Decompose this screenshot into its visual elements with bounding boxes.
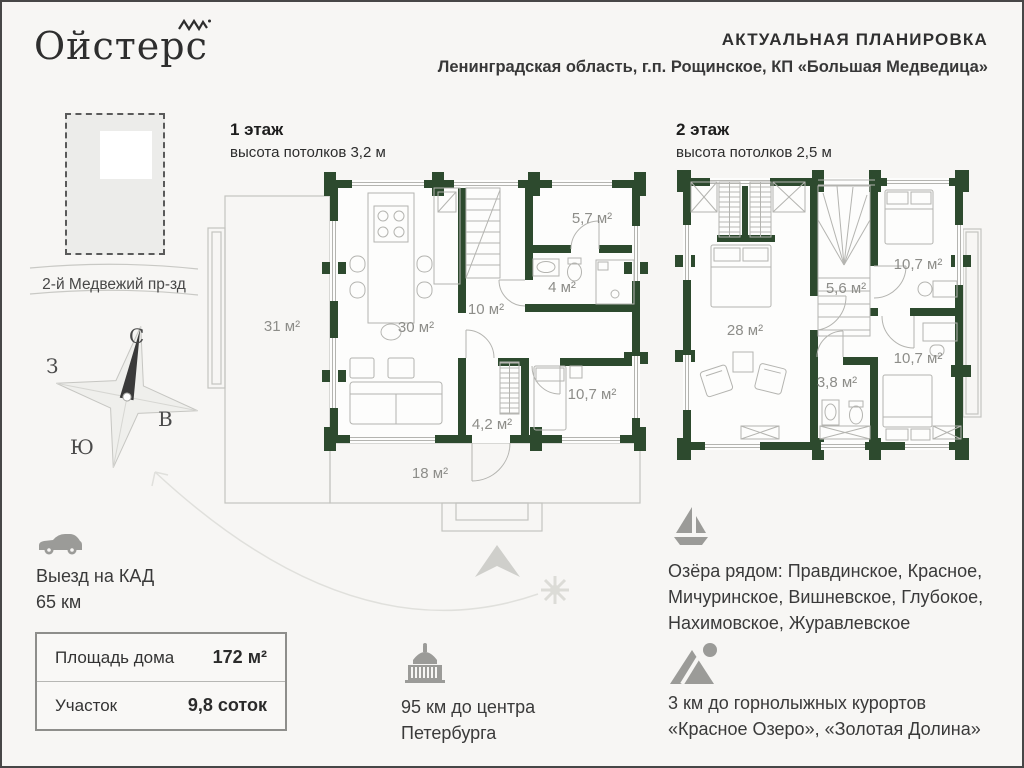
floor1-title: 1 этаж — [230, 120, 284, 139]
floor2-plan: 28 м² 5,6 м² 10,7 м² 3,8 м² 10,7 м² — [675, 170, 982, 460]
site-plot-house — [100, 131, 152, 179]
table-row: Участок 9,8 соток — [37, 681, 285, 729]
compass-south-label: Ю — [70, 435, 94, 459]
floor2-bedroom-bottom-furniture — [882, 322, 962, 441]
room-label-kitchen-living: 30 м² — [398, 319, 434, 336]
page-title: АКТУАЛЬНАЯ ПЛАНИРОВКА — [721, 30, 988, 49]
table-row: Площадь дома 172 м² — [37, 634, 285, 681]
room-label-terrace-front: 18 м² — [412, 465, 448, 482]
floor2-doors — [816, 265, 915, 358]
floor1-bathroom-fixtures — [532, 257, 635, 305]
table-row-value: 172 м² — [212, 647, 267, 667]
site-plot — [65, 113, 165, 255]
compass-north-label: С — [129, 324, 144, 348]
lakes-fact: Озёра рядом: Правдинское, Красное, Мичур… — [668, 561, 984, 633]
decor-overlay — [151, 471, 569, 612]
city-line2: Петербурга — [401, 723, 497, 743]
floor1-stairs — [465, 187, 501, 279]
compass-rose-icon: С З В Ю — [46, 324, 198, 468]
floor2-stairs — [817, 185, 871, 337]
floor2-title: 2 этаж — [676, 120, 730, 139]
room-label-bedroom1: 10,7 м² — [568, 386, 617, 403]
summary-table: Площадь дома 172 м² Участок 9,8 соток — [35, 632, 287, 731]
room-label-hall1: 10 м² — [468, 301, 504, 318]
ski-fact: 3 км до горнолыжных курортов «Красное Оз… — [668, 693, 981, 739]
floor1-bedroom-furniture — [499, 361, 583, 431]
cathedral-icon — [405, 643, 445, 683]
floor2-heading: 2 этаж высота потолков 2,5 м — [676, 120, 832, 161]
city-line1: 95 км до центра — [401, 697, 536, 717]
sailboat-icon — [674, 507, 708, 545]
room-label-bedroom-bottom: 10,7 м² — [894, 350, 943, 367]
floor2-hall-bench — [819, 425, 871, 440]
floor2-bedroom-large-furniture — [699, 244, 787, 440]
floor1-ceiling: высота потолков 3,2 м — [230, 144, 386, 161]
floor1-kitchen — [349, 187, 461, 341]
room-label-bedroom-top: 10,7 м² — [894, 256, 943, 273]
street-label: 2-й Медвежий пр-зд — [42, 276, 186, 293]
floor1-heading: 1 этаж высота потолков 3,2 м — [230, 120, 386, 161]
roof-icon — [177, 18, 211, 32]
table-row-label: Участок — [55, 695, 118, 715]
brand-logo: Ойстерс — [34, 18, 211, 68]
city-fact: 95 км до центра Петербурга — [401, 694, 535, 746]
compass-west-label: З — [46, 354, 58, 378]
curve-line — [154, 471, 539, 612]
car-icon — [39, 534, 82, 555]
table-row-value: 9,8 соток — [187, 695, 267, 715]
floor2-ceiling: высота потолков 2,5 м — [676, 144, 832, 161]
room-label-bathroom1: 4 м² — [548, 279, 576, 296]
floor1-windows — [330, 180, 640, 443]
floor2-bedroom-top-furniture — [884, 189, 958, 298]
floor1-doors — [465, 220, 600, 482]
floor1-plan: 31 м² 30 м² 10 м² 5,7 м² 4 м² 10,7 м² 4,… — [207, 172, 648, 532]
page-subtitle: Ленинградская область, г.п. Рощинское, К… — [437, 58, 988, 76]
brand-logo-text: Ойстерс — [34, 24, 208, 68]
street-lines — [29, 263, 199, 296]
room-label-entry: 4,2 м² — [472, 416, 512, 433]
floor1-living-furniture — [349, 357, 443, 425]
floor2-closets — [690, 181, 806, 238]
sun-icon — [541, 576, 569, 604]
floor2-bathroom-fixtures — [821, 399, 864, 426]
room-label-hall2: 5,6 м² — [826, 280, 866, 297]
compass-east-label: В — [158, 407, 173, 431]
curve-arrowhead-icon — [151, 471, 169, 487]
room-label-study: 5,7 м² — [572, 210, 612, 227]
kad-line2: 65 км — [36, 592, 82, 612]
ski-resort-icon — [670, 643, 717, 686]
room-label-bathroom2: 3,8 м² — [817, 374, 857, 391]
entrance-arrow-icon — [475, 545, 520, 577]
kad-line1: Выезд на КАД — [36, 566, 155, 586]
room-label-terrace-side: 31 м² — [264, 318, 300, 335]
kad-fact: Выезд на КАД 65 км — [36, 563, 154, 615]
table-row-label: Площадь дома — [55, 647, 175, 667]
room-label-bedroom-large: 28 м² — [727, 322, 763, 339]
